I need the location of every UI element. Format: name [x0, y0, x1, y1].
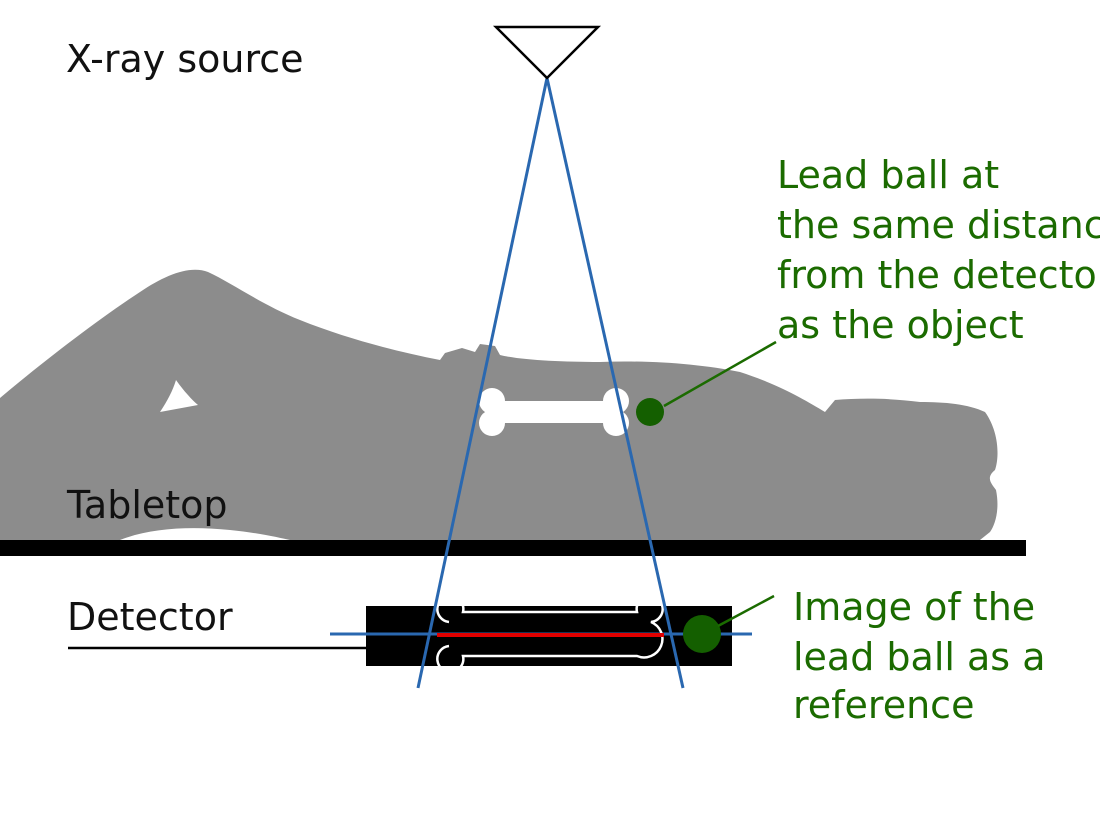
leg-gap — [120, 528, 290, 540]
beam-right — [545, 77, 685, 689]
image-reference-annotation: Image of the lead ball as a reference — [793, 585, 1045, 727]
lead-ball-image-icon — [683, 615, 721, 653]
beam-left — [416, 77, 549, 689]
triangle-source-icon — [492, 25, 602, 80]
image-ref-label-line-2: lead ball as a — [793, 635, 1045, 679]
detector-label: Detector — [67, 595, 233, 639]
arm-gap — [160, 380, 198, 412]
lead-ball-annotation: Lead ball at the same distance from the … — [777, 153, 1100, 347]
tabletop-bar — [0, 540, 1026, 556]
xray-source-label: X-ray source — [66, 37, 304, 81]
lead-ball-label-line-4: as the object — [777, 303, 1024, 347]
lead-ball-label-line-3: from the detector — [777, 253, 1100, 297]
lead-ball-label-line-2: the same distance — [777, 203, 1100, 247]
lead-ball-pointer-line — [663, 340, 777, 408]
tabletop-label: Tabletop — [66, 483, 228, 527]
lead-ball-icon — [636, 398, 664, 426]
bone-image-icon — [436, 594, 664, 674]
image-ref-label-line-1: Image of the — [793, 585, 1035, 629]
lead-ball-label-line-1: Lead ball at — [777, 153, 999, 197]
image-ref-label-line-3: reference — [793, 683, 974, 727]
image-ref-pointer-line — [717, 594, 775, 628]
